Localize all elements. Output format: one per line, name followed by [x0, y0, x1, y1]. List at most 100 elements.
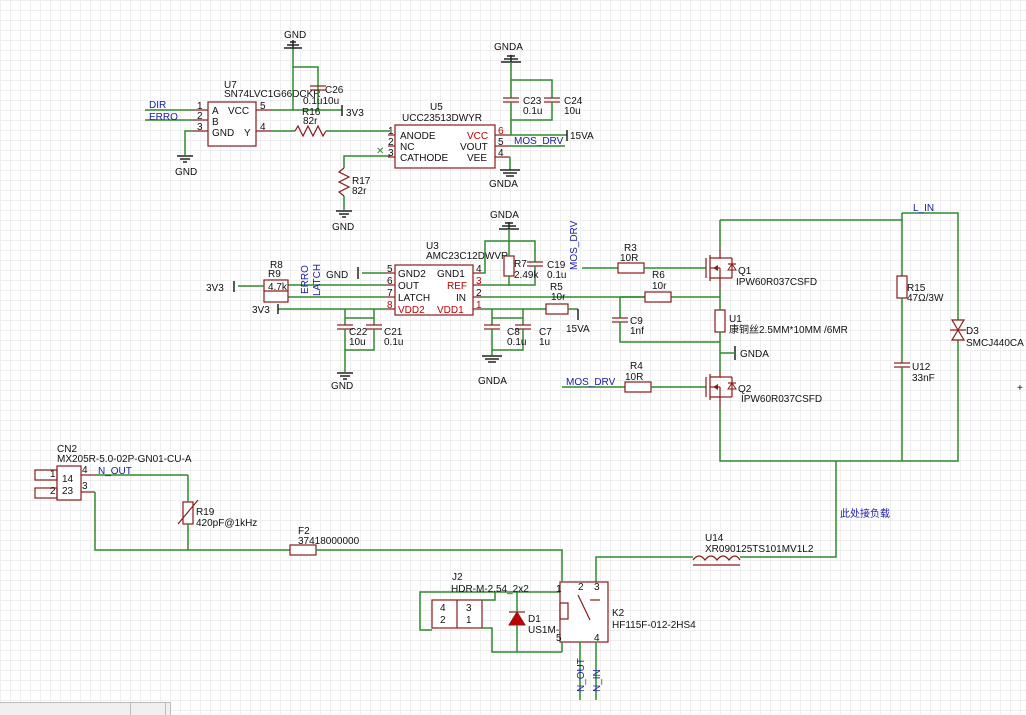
net-label-l-in: L_IN: [913, 203, 934, 214]
status-bar-cell: [130, 703, 131, 715]
d3-value: SMCJ440CA: [966, 338, 1024, 349]
r5-resistor[interactable]: [545, 303, 569, 315]
r16-resistor[interactable]: [294, 124, 327, 138]
u7-pin-y-label: Y: [244, 128, 251, 139]
r3-value: 10R: [620, 253, 638, 264]
k2-pin2-number: 2: [578, 582, 584, 593]
r16-ref: R16: [302, 107, 321, 118]
cn2-pin4-number: 4: [82, 465, 88, 476]
cn2-pin23-label: 23: [62, 486, 74, 497]
r19-ref: R19: [196, 507, 215, 518]
j2-header[interactable]: [431, 599, 483, 629]
u12-capacitor[interactable]: [894, 362, 910, 368]
d3-tvs-diode[interactable]: [950, 319, 966, 341]
k2-pin4-number: 4: [594, 633, 600, 644]
r7-value: 2.49k: [514, 270, 539, 281]
c8-ref: C8: [507, 327, 520, 338]
u3-pin6-number: 6: [387, 276, 393, 287]
c23-value: 0.1u: [523, 106, 542, 117]
u3-pin-ref-label: REF: [447, 281, 467, 292]
cn2-connector[interactable]: [34, 465, 95, 501]
r6-ref: R6: [652, 270, 665, 281]
cn2-ref: CN2: [57, 444, 77, 455]
c22-value: 10u: [349, 337, 366, 348]
c19-value: 0.1u: [547, 270, 566, 281]
d1-ref: D1: [528, 614, 541, 625]
c21-value: 0.1u: [384, 337, 403, 348]
c19-capacitor[interactable]: [527, 261, 543, 267]
gnd-label-r17: GND: [332, 222, 354, 233]
c8-value: 0.1u: [507, 337, 526, 348]
u3-chip[interactable]: U3 AMC23C12DWVR GND2 GND1 OUT REF LATCH …: [386, 241, 508, 316]
c24-value: 10u: [564, 106, 581, 117]
r4-value: 10R: [625, 372, 643, 383]
d1-diode[interactable]: [508, 611, 526, 626]
c21-capacitor[interactable]: [366, 324, 382, 330]
net-label-15va-u5: 15VA: [570, 131, 594, 142]
u3-pin-latch-label: LATCH: [398, 293, 430, 304]
q2-mosfet[interactable]: [705, 372, 737, 408]
r6-value: 10r: [652, 281, 667, 292]
u3-pin7-number: 7: [387, 288, 393, 299]
c26-value: 0.1u10u: [303, 96, 339, 107]
gnd-label-u7: GND: [175, 167, 197, 178]
u3-pin4-number: 4: [476, 264, 482, 275]
q2-value: IPW60R037CSFD: [741, 394, 822, 405]
r17-ref: R17: [352, 176, 371, 187]
r3-resistor[interactable]: [617, 262, 645, 274]
u7-pin2-number: 2: [197, 111, 203, 122]
u5-pin1-number: 1: [388, 126, 394, 137]
k2-value: HF115F-012-2HS4: [612, 620, 696, 631]
u3-pin3-number: 3: [476, 276, 482, 287]
r16-value: 82r: [303, 116, 318, 127]
gnda-symbol-r7: [499, 222, 519, 230]
k2-ref: K2: [612, 608, 625, 619]
u3-pin-out-label: OUT: [398, 281, 419, 292]
u3-ref: U3: [426, 241, 439, 252]
c8-capacitor[interactable]: [484, 324, 500, 330]
gnd-symbol-u7: [177, 155, 193, 163]
r17-resistor[interactable]: [337, 167, 351, 197]
r15-resistor[interactable]: [896, 275, 908, 299]
u5-chip[interactable]: U5 UCC23513DWYR ANODE NC CATHODE VCC VOU…: [388, 102, 510, 169]
c24-capacitor[interactable]: [544, 97, 560, 103]
gnd-symbol-r17: [336, 210, 352, 218]
c26-ref: C26: [325, 85, 344, 96]
gnda-label-c8: GNDA: [478, 376, 507, 387]
u12-ref: U12: [912, 362, 931, 373]
f2-value: 37418000000: [298, 536, 360, 547]
u5-pin-anode-label: ANODE: [400, 131, 436, 142]
gnda-symbol-c23: [501, 55, 521, 63]
r7-resistor[interactable]: [503, 255, 515, 277]
u7-chip[interactable]: U7 SN74LVC1G66DCKR A B GND VCC Y 1 2 3 5…: [193, 80, 321, 147]
u14-inductor[interactable]: [692, 555, 741, 566]
c26-capacitor[interactable]: [310, 85, 326, 91]
u3-pin-vdd1-label: VDD1: [437, 305, 464, 316]
r4-resistor[interactable]: [624, 381, 652, 393]
r19-varistor[interactable]: [177, 499, 199, 525]
c23-capacitor[interactable]: [503, 97, 519, 103]
r6-resistor[interactable]: [644, 291, 672, 303]
k2-pin1-number: 1: [556, 584, 562, 595]
c9-capacitor[interactable]: [612, 317, 628, 323]
k2-relay[interactable]: [559, 581, 609, 643]
gnd-label-c26: GND: [284, 30, 306, 41]
gnd-symbol-c22: [337, 372, 353, 380]
net-label-3v3-u3: 3V3: [252, 305, 270, 316]
q1-mosfet[interactable]: [705, 248, 737, 290]
r4-ref: R4: [630, 361, 643, 372]
r8-ref: R8: [270, 260, 283, 271]
u3-pin-gnd1-label: GND1: [437, 269, 465, 280]
gnda-label-c23: GNDA: [494, 42, 523, 53]
c22-ref: C22: [349, 327, 368, 338]
q2-ref: Q2: [738, 384, 752, 395]
cn2-value: MX205R-5.0-02P-GN01-CU-A: [57, 454, 192, 465]
u5-pin-vout-label: VOUT: [460, 142, 488, 153]
u1-shunt-resistor[interactable]: [714, 309, 726, 333]
k2-pin5-number: 5: [556, 633, 562, 644]
u3-pin5-number: 5: [387, 264, 393, 275]
u7-ref: U7: [224, 80, 237, 91]
r8-r9-resistor-array[interactable]: [263, 279, 289, 303]
